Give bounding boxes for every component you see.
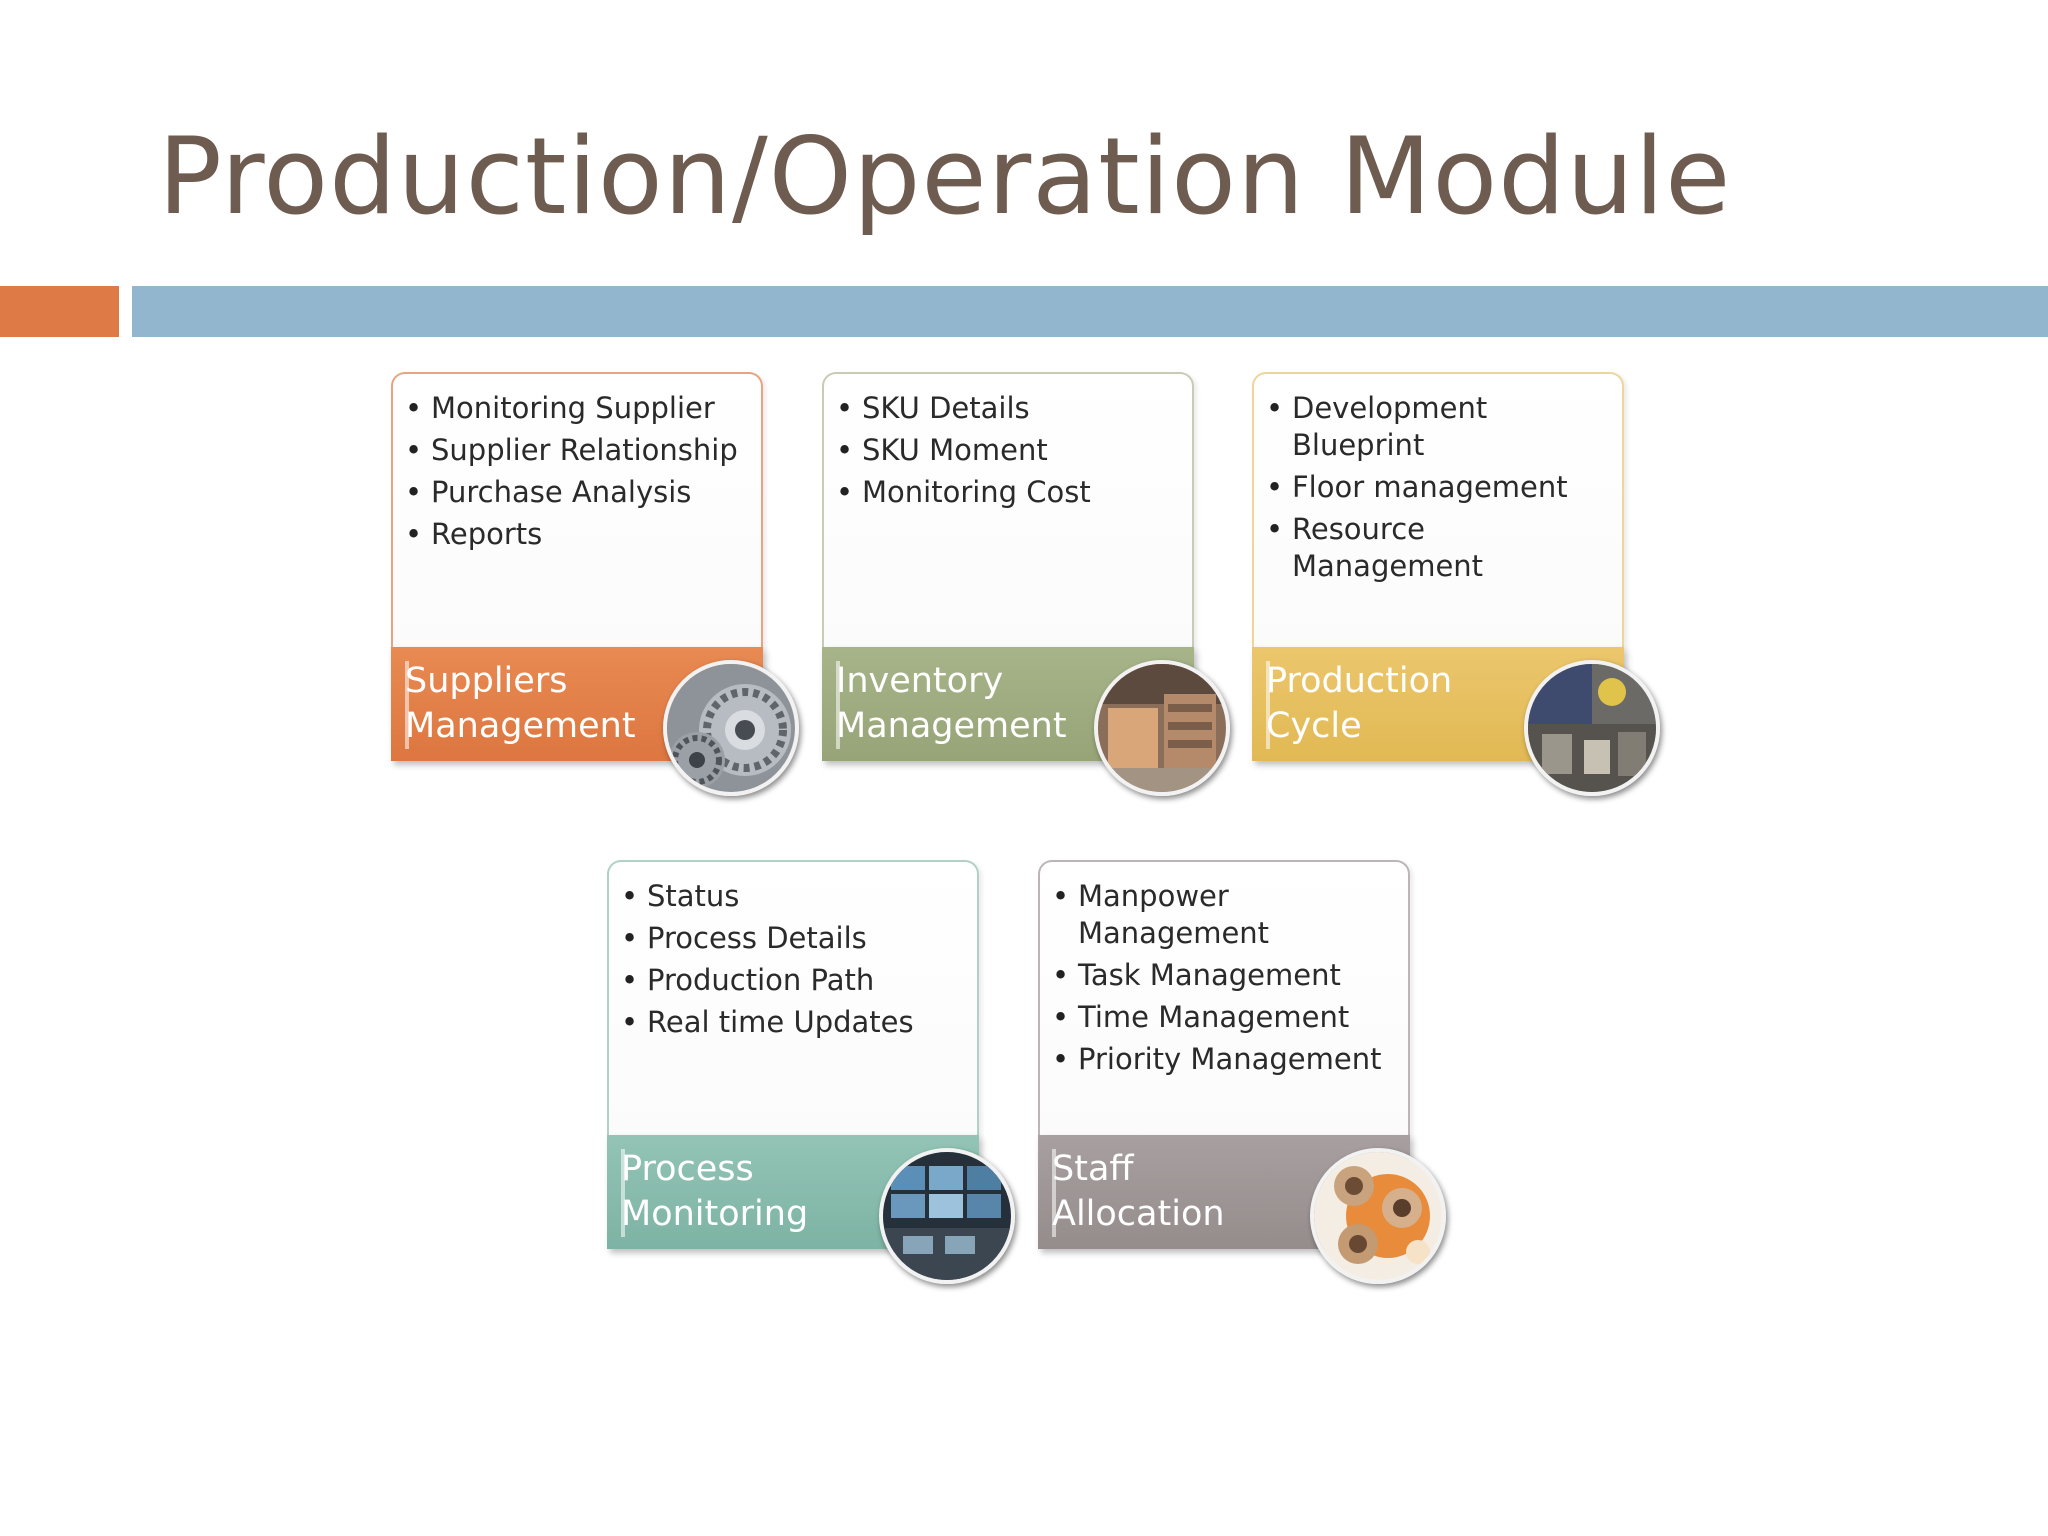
bullet-list: Status Process Details Production Path R… xyxy=(609,862,977,1041)
card-body: Status Process Details Production Path R… xyxy=(607,860,979,1137)
card-heading: Process Monitoring xyxy=(621,1149,809,1234)
bullet-list: Manpower Management Task Management Time… xyxy=(1040,862,1408,1078)
card-heading: Staff Allocation xyxy=(1052,1149,1225,1234)
card-process-monitoring: Status Process Details Production Path R… xyxy=(607,860,1015,1284)
bullet-item: Task Management xyxy=(1052,957,1394,994)
label-edge xyxy=(1052,1149,1056,1237)
bullet-item: SKU Moment xyxy=(836,432,1178,469)
gears-photo-icon xyxy=(663,660,799,796)
bullet-list: Monitoring Supplier Supplier Relationshi… xyxy=(393,374,761,553)
bullet-item: SKU Details xyxy=(836,390,1178,427)
card-body: Manpower Management Task Management Time… xyxy=(1038,860,1410,1137)
label-edge xyxy=(621,1149,625,1237)
bullet-item: Monitoring Supplier xyxy=(405,390,747,427)
bullet-list: SKU Details SKU Moment Monitoring Cost xyxy=(824,374,1192,511)
bullet-item: Status xyxy=(621,878,963,915)
card-heading: Suppliers Management xyxy=(405,661,636,746)
monitor-wall-photo-icon xyxy=(879,1148,1015,1284)
bullet-item: Manpower Management xyxy=(1052,878,1394,952)
bullet-item: Process Details xyxy=(621,920,963,957)
card-production-cycle: Development Blueprint Floor management R… xyxy=(1252,372,1660,796)
bullet-item: Supplier Relationship xyxy=(405,432,747,469)
bullet-item: Purchase Analysis xyxy=(405,474,747,511)
label-edge xyxy=(836,661,840,749)
bullet-item: Real time Updates xyxy=(621,1004,963,1041)
card-heading: Production Cycle xyxy=(1266,661,1453,746)
title-divider-bar xyxy=(132,286,2048,337)
bullet-item: Resource Management xyxy=(1266,511,1608,585)
bullet-item: Priority Management xyxy=(1052,1041,1394,1078)
card-staff-allocation: Manpower Management Task Management Time… xyxy=(1038,860,1446,1284)
bullet-item: Production Path xyxy=(621,962,963,999)
bullet-item: Monitoring Cost xyxy=(836,474,1178,511)
card-body: Development Blueprint Floor management R… xyxy=(1252,372,1624,649)
bullet-item: Development Blueprint xyxy=(1266,390,1608,464)
bullet-item: Reports xyxy=(405,516,747,553)
bullet-item: Floor management xyxy=(1266,469,1608,506)
label-edge xyxy=(405,661,409,749)
card-body: Monitoring Supplier Supplier Relationshi… xyxy=(391,372,763,649)
card-inventory-management: SKU Details SKU Moment Monitoring Cost I… xyxy=(822,372,1230,796)
bullet-list: Development Blueprint Floor management R… xyxy=(1254,374,1622,585)
card-suppliers-management: Monitoring Supplier Supplier Relationshi… xyxy=(391,372,799,796)
card-heading: Inventory Management xyxy=(836,661,1067,746)
warehouse-photo-icon xyxy=(1094,660,1230,796)
bullet-item: Time Management xyxy=(1052,999,1394,1036)
people-photo-icon xyxy=(1310,1148,1446,1284)
card-body: SKU Details SKU Moment Monitoring Cost xyxy=(822,372,1194,649)
label-edge xyxy=(1266,661,1270,749)
slide-title: Production/Operation Module xyxy=(158,115,1732,238)
accent-bar xyxy=(0,286,119,337)
factory-floor-photo-icon xyxy=(1524,660,1660,796)
